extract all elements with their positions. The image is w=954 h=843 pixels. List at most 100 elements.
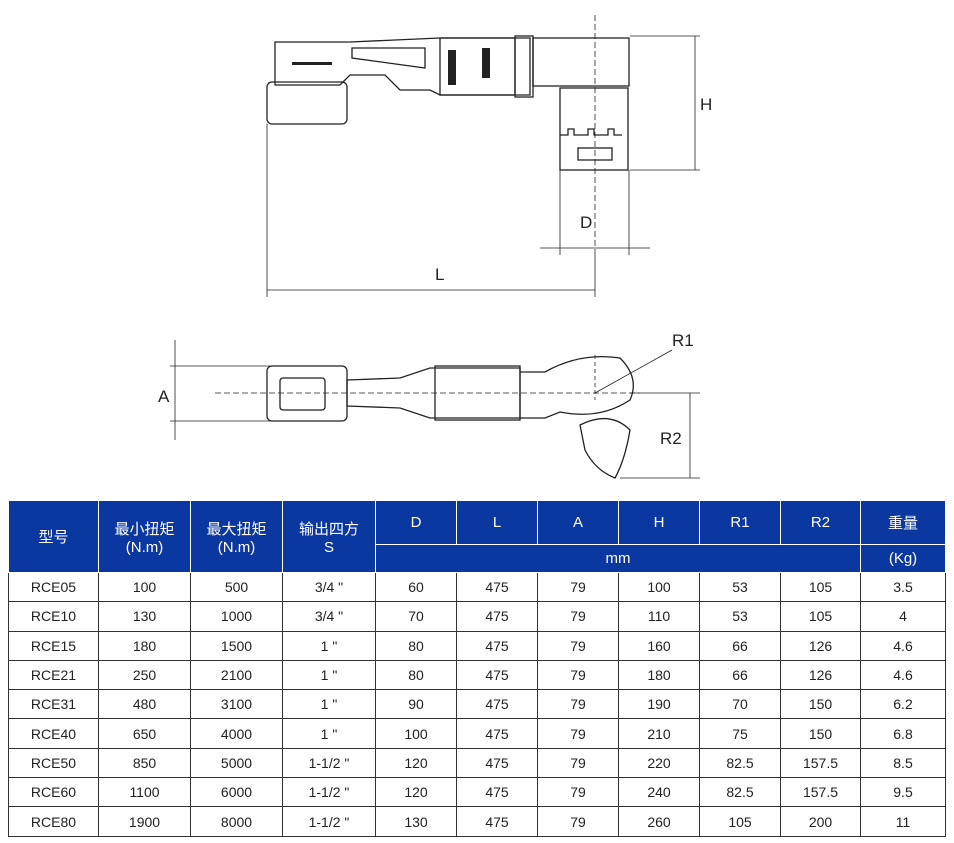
table-cell: 105	[780, 571, 861, 603]
table-cell: 160	[618, 630, 700, 661]
table-cell: 11	[860, 806, 946, 837]
header-model: 型号	[8, 500, 99, 573]
table-cell: 66	[699, 659, 781, 691]
table-cell: 79	[537, 689, 619, 720]
table-cell: 79	[537, 747, 619, 779]
table-cell: 1 "	[282, 718, 376, 749]
header-L: L	[456, 500, 538, 545]
header-D: D	[375, 500, 457, 545]
table-cell: 157.5	[780, 777, 861, 808]
table-cell: RCE05	[8, 571, 99, 603]
table-cell: 79	[537, 777, 619, 808]
table-cell: 82.5	[699, 747, 781, 779]
table-cell: 220	[618, 747, 700, 779]
table-cell: 5000	[190, 747, 283, 779]
header-R1: R1	[699, 500, 781, 545]
table-cell: 110	[618, 601, 700, 632]
table-cell: 475	[456, 601, 538, 632]
header-A: A	[537, 500, 619, 545]
header-weight-unit: (Kg)	[860, 544, 946, 573]
table-cell: RCE31	[8, 689, 99, 720]
table-cell: 180	[98, 630, 191, 661]
header-weight: 重量	[860, 500, 946, 545]
header-min-torque: 最小扭矩(N.m)	[98, 500, 191, 573]
table-cell: 475	[456, 659, 538, 691]
table-cell: 240	[618, 777, 700, 808]
table-cell: 79	[537, 718, 619, 749]
table-cell: 70	[375, 601, 457, 632]
table-cell: 1000	[190, 601, 283, 632]
table-cell: 79	[537, 659, 619, 691]
table-cell: 1500	[190, 630, 283, 661]
table-cell: 500	[190, 571, 283, 603]
table-cell: RCE21	[8, 659, 99, 691]
table-cell: 200	[780, 806, 861, 837]
table-cell: 9.5	[860, 777, 946, 808]
table-cell: 475	[456, 571, 538, 603]
table-cell: 1-1/2 "	[282, 777, 376, 808]
table-cell: 60	[375, 571, 457, 603]
table-cell: 475	[456, 630, 538, 661]
table-cell: RCE80	[8, 806, 99, 837]
table-cell: 157.5	[780, 747, 861, 779]
table-cell: 105	[699, 806, 781, 837]
table-cell: 100	[98, 571, 191, 603]
table-cell: 150	[780, 718, 861, 749]
table-cell: 850	[98, 747, 191, 779]
dim-A: A	[158, 387, 170, 406]
table-cell: 126	[780, 659, 861, 691]
technical-drawing: H D L A R1 R2	[158, 15, 712, 479]
table-cell: 190	[618, 689, 700, 720]
dim-R1: R1	[672, 331, 694, 350]
table-cell: 1 "	[282, 689, 376, 720]
table-cell: 3/4 "	[282, 571, 376, 603]
table-cell: 1900	[98, 806, 191, 837]
table-cell: 90	[375, 689, 457, 720]
battery	[266, 81, 348, 125]
table-cell: 100	[375, 718, 457, 749]
table-cell: 75	[699, 718, 781, 749]
table-cell: 1-1/2 "	[282, 806, 376, 837]
table-cell: 100	[618, 571, 700, 603]
dim-H: H	[700, 95, 712, 114]
table-cell: RCE40	[8, 718, 99, 749]
side-view-tool	[266, 35, 630, 171]
table-cell: 130	[98, 601, 191, 632]
table-cell: 3100	[190, 689, 283, 720]
table-cell: RCE50	[8, 747, 99, 779]
table-cell: 2100	[190, 659, 283, 691]
table-cell: 180	[618, 659, 700, 691]
table-cell: 650	[98, 718, 191, 749]
table-cell: 8.5	[860, 747, 946, 779]
table-cell: 3/4 "	[282, 601, 376, 632]
dim-R2: R2	[660, 429, 682, 448]
table-cell: 4	[860, 601, 946, 632]
table-cell: 120	[375, 777, 457, 808]
table-cell: 126	[780, 630, 861, 661]
table-cell: 66	[699, 630, 781, 661]
table-cell: 475	[456, 747, 538, 779]
table-cell: 82.5	[699, 777, 781, 808]
table-cell: 475	[456, 806, 538, 837]
table-cell: 6.8	[860, 718, 946, 749]
table-cell: 4.6	[860, 630, 946, 661]
table-cell: 1 "	[282, 659, 376, 691]
header-R2: R2	[780, 500, 861, 545]
table-cell: 6.2	[860, 689, 946, 720]
table-cell: 3.5	[860, 571, 946, 603]
table-cell: 475	[456, 777, 538, 808]
table-cell: 130	[375, 806, 457, 837]
table-cell: RCE15	[8, 630, 99, 661]
table-cell: 4000	[190, 718, 283, 749]
table-cell: 53	[699, 571, 781, 603]
table-cell: 4.6	[860, 659, 946, 691]
header-H: H	[618, 500, 700, 545]
